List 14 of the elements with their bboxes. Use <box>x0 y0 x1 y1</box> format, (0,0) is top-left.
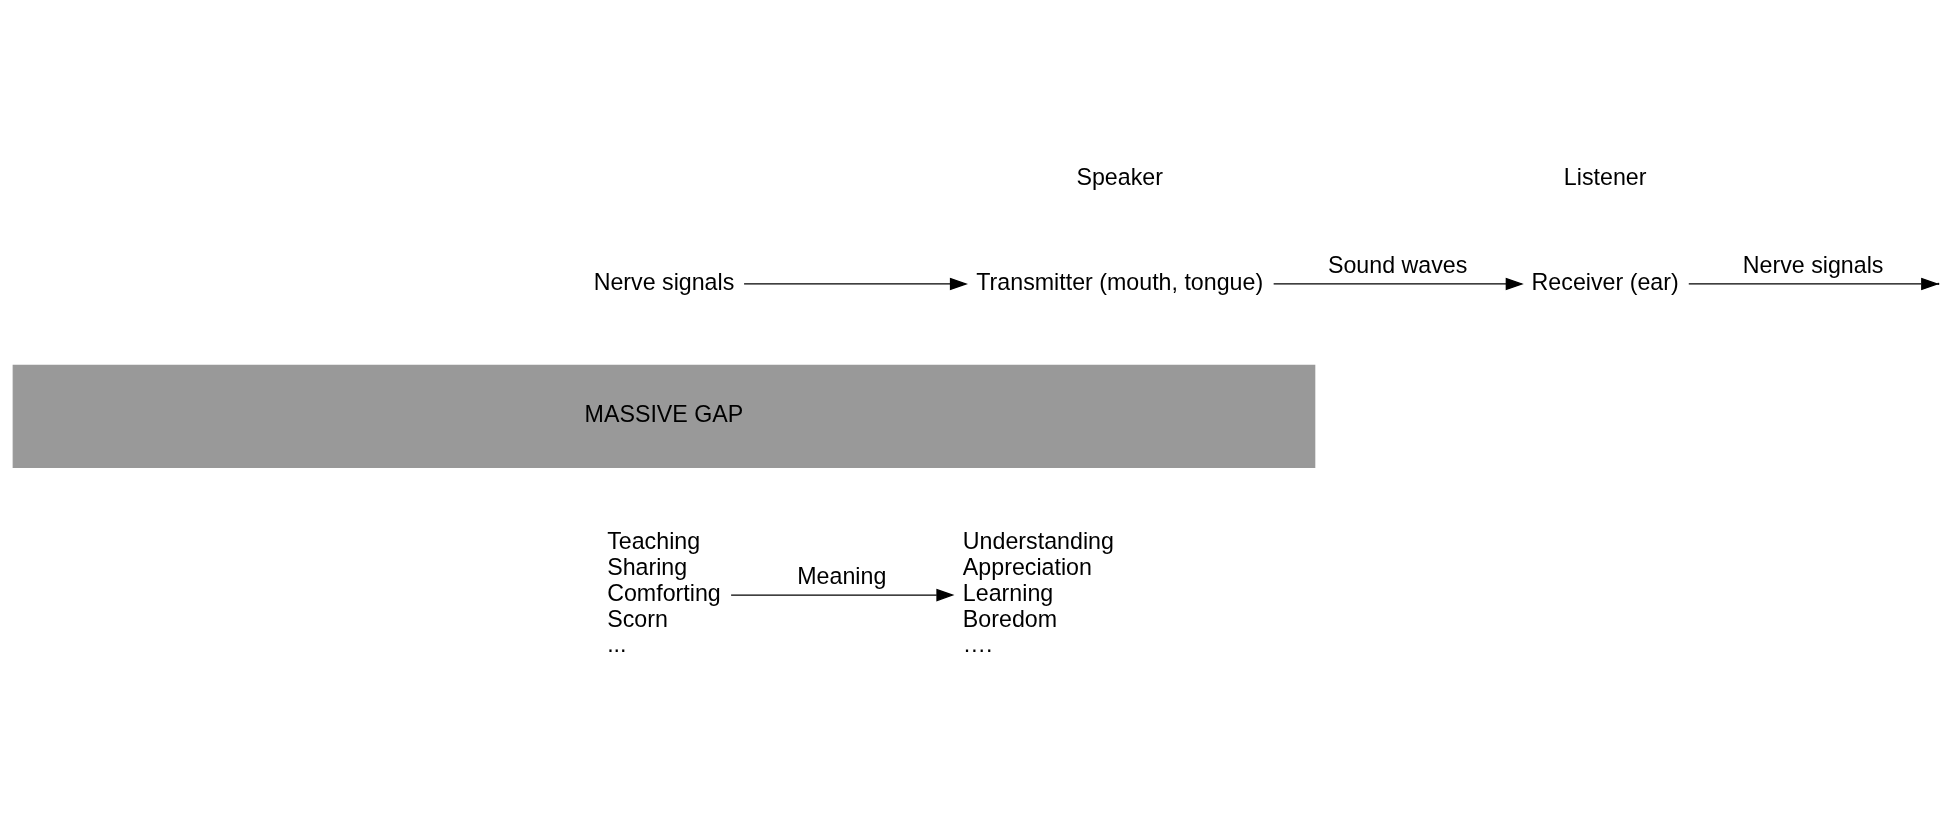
arrow <box>1273 277 1524 290</box>
label: Speaker <box>1076 163 1163 190</box>
node-text: Transmitter (mouth, tongue) <box>976 268 1264 295</box>
node-text: Nerve signals <box>593 268 735 295</box>
label: Listener <box>1563 163 1647 190</box>
arrow <box>730 588 955 601</box>
node-box: MASSIVE GAP <box>12 364 1316 468</box>
node-text: Understanding Appreciation Learning Boredom …. <box>962 527 1114 657</box>
node-text: Receiver (ear) <box>1531 268 1679 295</box>
arrow <box>743 277 968 290</box>
edge-label: Nerve signals <box>1742 251 1884 278</box>
node-text: Teaching Sharing Comforting Scorn ... <box>607 527 721 657</box>
edge-label: Sound waves <box>1327 251 1468 278</box>
edge-label: Meaning <box>797 562 887 589</box>
